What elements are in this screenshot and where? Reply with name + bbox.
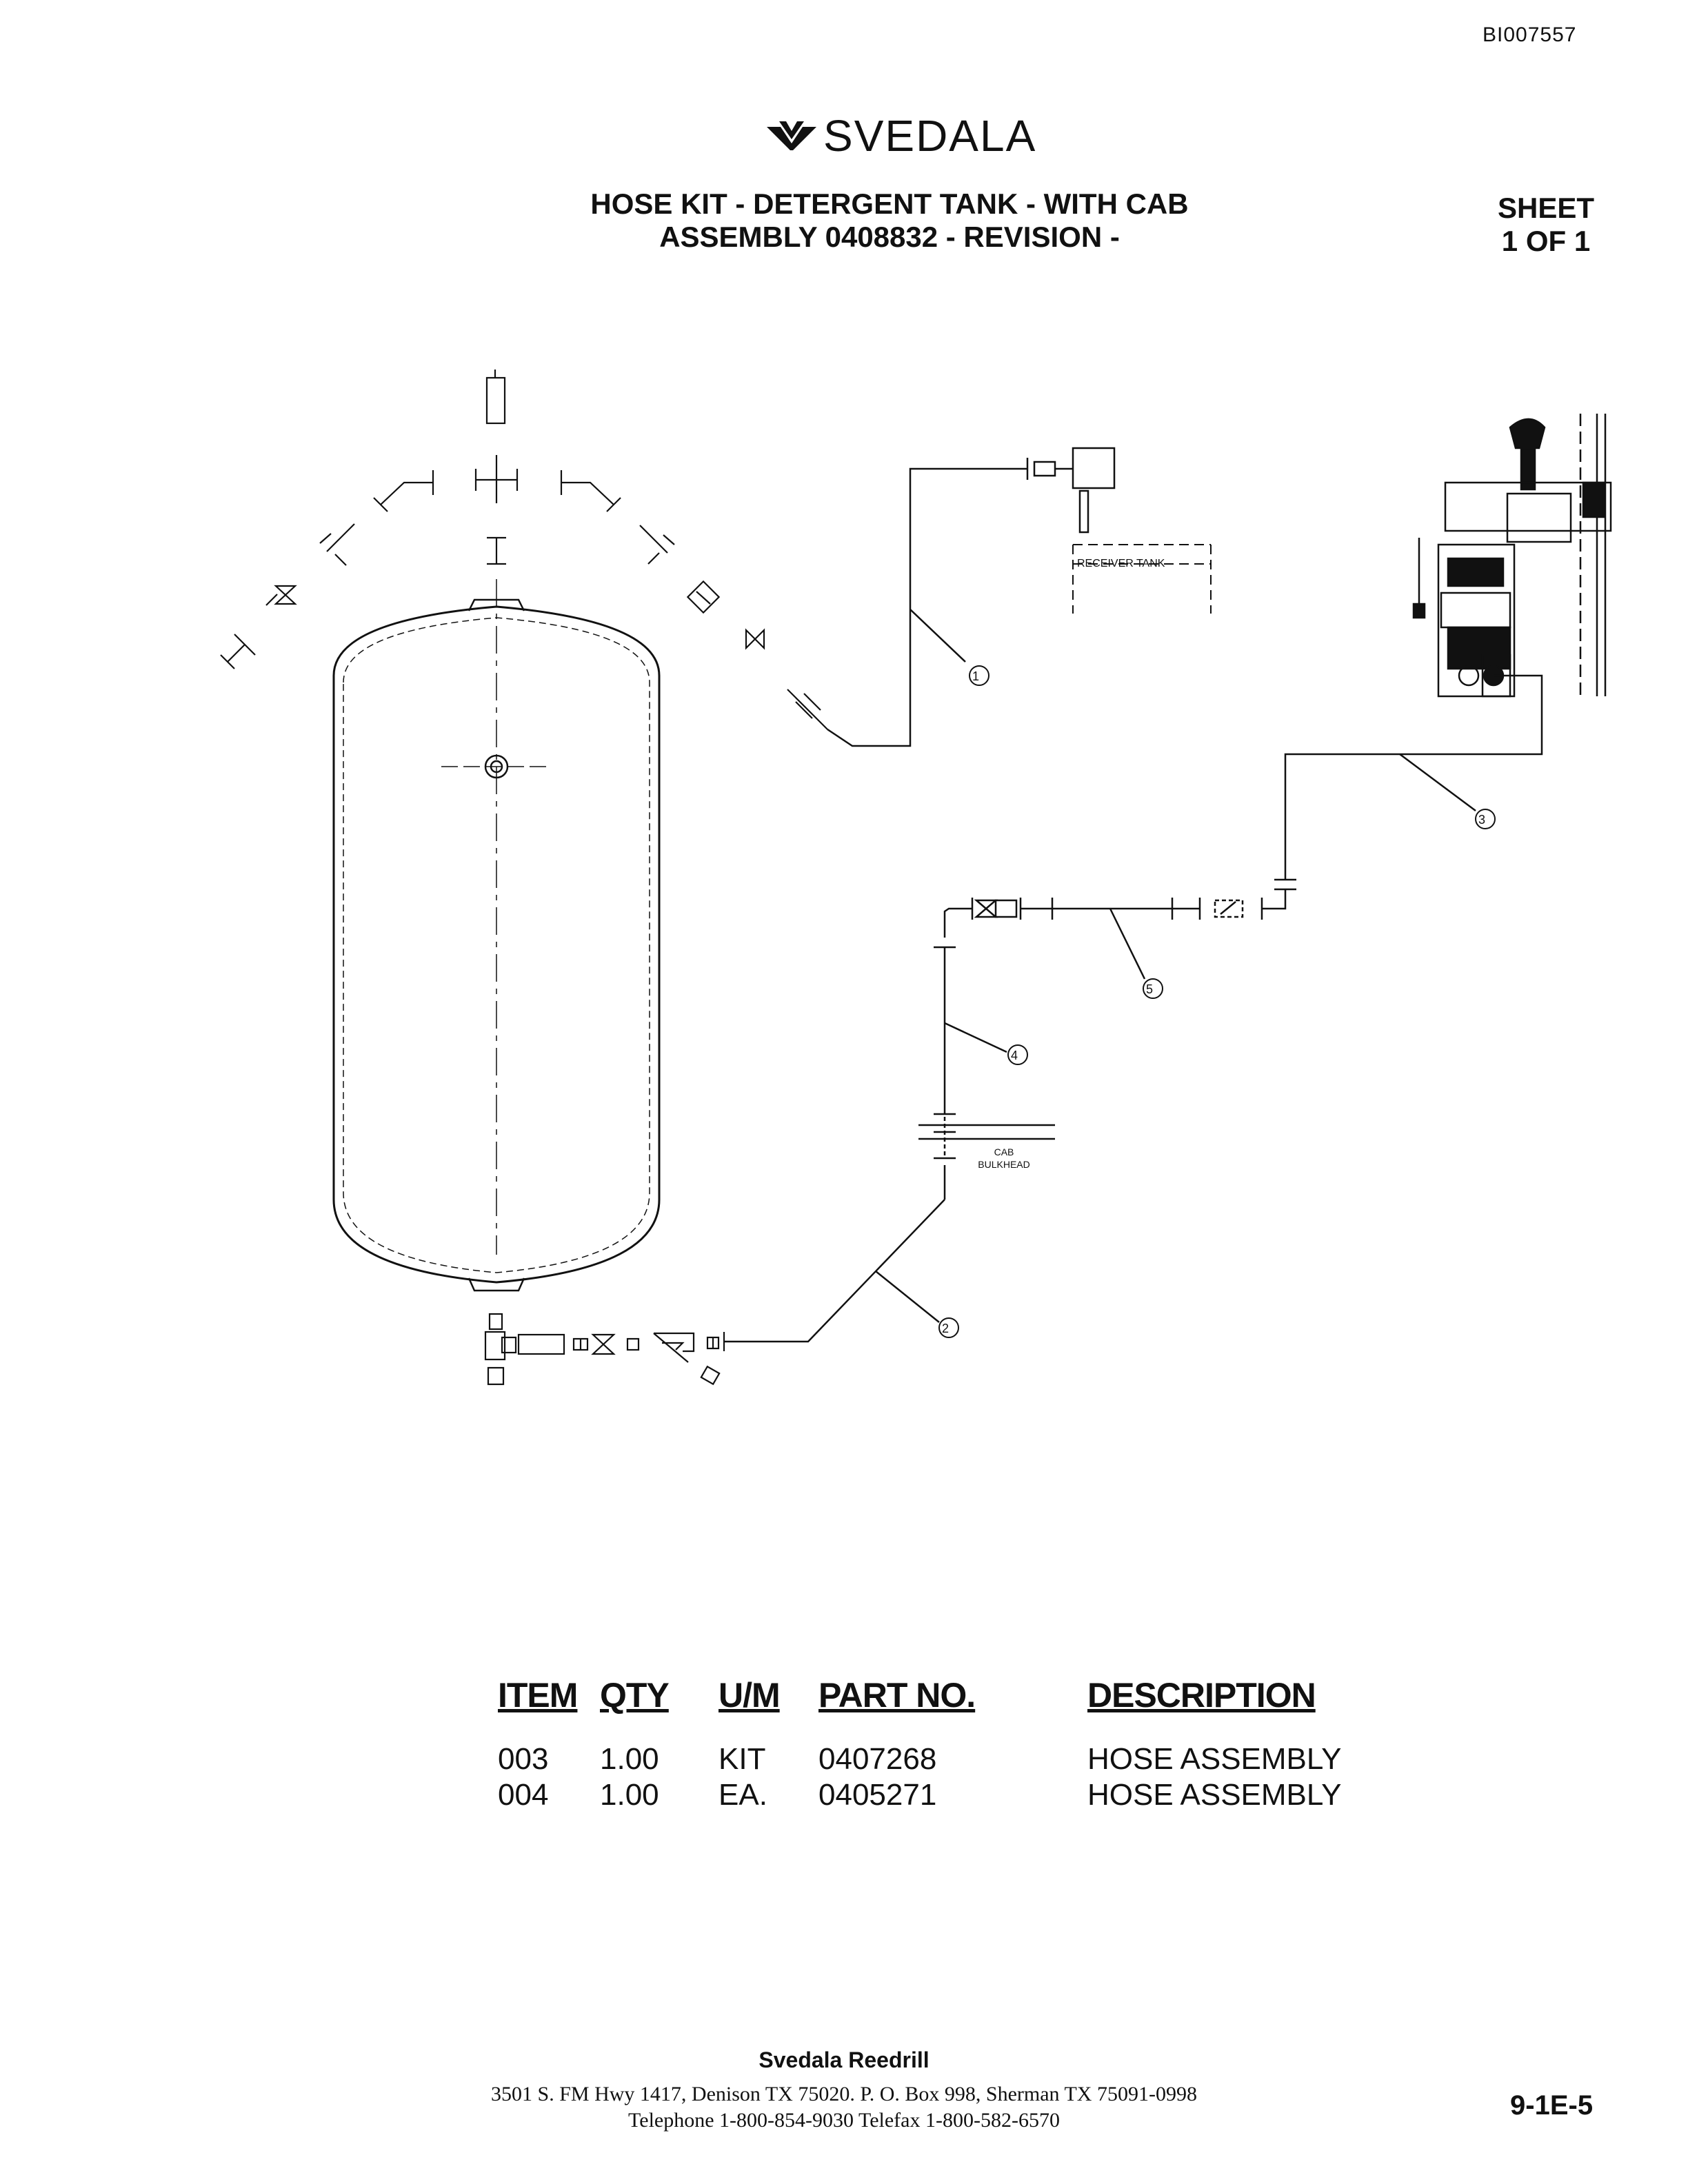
- callout-1: 1: [972, 669, 979, 683]
- table-row: 004 1.00 EA. 0405271 HOSE ASSEMBLY: [498, 1777, 1363, 1813]
- callout-4: 4: [1011, 1049, 1018, 1062]
- assembly-number: ASSEMBLY 0408832 - REVISION -: [659, 221, 1120, 253]
- hose-2: [724, 1199, 959, 1343]
- parts-table-header: ITEM QTY U/M PART NO. DESCRIPTION: [498, 1675, 1363, 1741]
- header-um: U/M: [719, 1676, 781, 1715]
- detergent-tank: [332, 579, 661, 1292]
- bulkhead-label: BULKHEAD: [978, 1159, 1029, 1170]
- cab-label: CAB: [994, 1146, 1014, 1157]
- company-phone: Telephone 1-800-854-9030 Telefax 1-800-5…: [628, 2109, 1060, 2132]
- svedala-logo: SVEDALA: [765, 110, 1036, 161]
- description-cell: HOSE ASSEMBLY: [1087, 1742, 1342, 1776]
- footer: Svedala Reedrill 3501 S. FM Hwy 1417, De…: [0, 2048, 1688, 2134]
- sheet-count: 1 OF 1: [1501, 225, 1591, 257]
- bottom-fittings: [484, 1313, 725, 1386]
- item-cell: 004: [498, 1778, 549, 1812]
- hose-1: [827, 447, 1116, 747]
- description-cell: HOSE ASSEMBLY: [1087, 1778, 1342, 1812]
- header-qty: QTY: [600, 1676, 670, 1715]
- header-item: ITEM: [498, 1676, 578, 1715]
- company-name: Svedala Reedrill: [758, 2048, 930, 2072]
- page-number: 9-1E-5: [1510, 2090, 1594, 2121]
- logo-wordmark: SVEDALA: [823, 111, 1037, 161]
- hose-5: [943, 898, 1263, 999]
- document-id: BI007557: [1483, 23, 1577, 46]
- um-cell: KIT: [719, 1742, 766, 1776]
- receiver-tank-label: RECEIVER TANK: [1077, 558, 1165, 569]
- parts-table: ITEM QTY U/M PART NO. DESCRIPTION 003 1.…: [498, 1675, 1363, 1813]
- svedala-logo-icon: [767, 121, 816, 150]
- control-valve-assembly: [1412, 414, 1612, 698]
- hose-3: [1262, 674, 1543, 910]
- qty-cell: 1.00: [600, 1742, 659, 1776]
- callout-2: 2: [942, 1322, 949, 1335]
- part-no-cell: 0405271: [818, 1778, 937, 1812]
- company-address: 3501 S. FM Hwy 1417, Denison TX 75020. P…: [491, 2083, 1197, 2105]
- header-part-no: PART NO.: [818, 1676, 976, 1715]
- part-no-cell: 0407268: [818, 1742, 937, 1776]
- assembly-title: HOSE KIT - DETERGENT TANK - WITH CAB: [590, 188, 1189, 220]
- sheet-label: SHEET: [1497, 192, 1595, 224]
- item-cell: 003: [498, 1742, 549, 1776]
- table-row: 003 1.00 KIT 0407268 HOSE ASSEMBLY: [498, 1741, 1363, 1777]
- callout-3: 3: [1478, 813, 1485, 827]
- header-description: DESCRIPTION: [1087, 1676, 1316, 1715]
- qty-cell: 1.00: [600, 1778, 659, 1812]
- hose-4: [918, 946, 1055, 1200]
- top-fittings: [220, 370, 828, 730]
- receiver-tank-outline: [1072, 544, 1212, 614]
- hose-kit-diagram: RECEIVER TANK 1 3: [220, 370, 1612, 1386]
- um-cell: EA.: [719, 1778, 767, 1812]
- callout-5: 5: [1146, 982, 1153, 996]
